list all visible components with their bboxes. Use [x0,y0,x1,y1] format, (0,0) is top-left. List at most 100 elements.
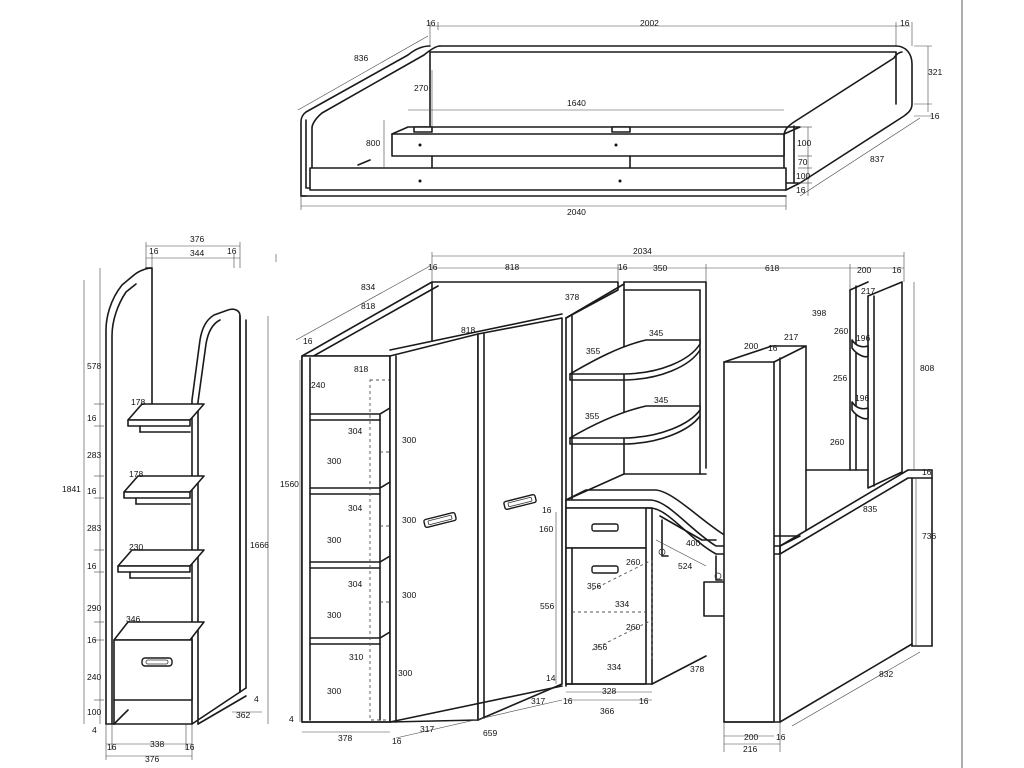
dim-label: 200 [744,732,758,742]
dim-label: 240 [87,672,101,682]
dim-label: 837 [870,154,884,164]
dim-label: 16 [776,732,786,742]
bed-left-headboard [305,45,441,189]
dim-label: 317 [531,696,545,706]
wardrobe-side-panel [301,355,391,723]
dim-label: 736 [922,531,936,541]
dim-label: 283 [87,523,101,533]
bed-right-headboard-panel [867,281,903,489]
dim-label: 659 [483,728,497,738]
shelf-curved-1-front [569,349,701,381]
dim-label: 16 [303,336,313,346]
dim-label: 240 [311,380,325,390]
dim-label: 16 [768,343,778,353]
dim-label: 356 [587,581,601,591]
dim-line-832 [791,651,921,727]
bed-front-rail-top [391,126,801,135]
dim-label: 100 [87,707,101,717]
wardrobe-left-door [389,333,479,723]
dim-label: 178 [131,397,145,407]
bed-front-rail [391,133,785,157]
dim-label: 836 [354,53,368,63]
shelf-curved-2 [569,405,701,439]
wardrobe-right-door [477,317,563,721]
dim-label: 100 [797,138,811,148]
dim-label: 16 [563,696,573,706]
dim-label: 16 [428,262,438,272]
bed-base-bolt-left [418,179,422,183]
shelf-curved-2-front [569,415,701,445]
dim-label: 376 [145,754,159,764]
dim-label: 300 [327,535,341,545]
dim-line-837 [799,117,921,197]
wardrobe-left-handle [423,511,457,529]
bed-right-headboard [785,45,913,184]
dim-label: 16 [149,246,159,256]
stairs-front-foot-base [197,695,247,725]
dim-label: 524 [678,561,692,571]
desk-cabinet-hidden-a [591,559,653,591]
bed-rail-bolt-right [614,143,618,147]
dim-label: 300 [327,686,341,696]
bed-base-corner [785,182,801,191]
dim-label: 300 [398,668,412,678]
dim-label: 835 [863,504,877,514]
dim-label: 1841 [62,484,81,494]
wardrobe-right-handle [503,493,537,511]
dim-label: 300 [327,610,341,620]
stairs-drawer-front [113,639,193,701]
bed-base-drawer [309,167,787,191]
stairs-drawer-handle [141,657,173,667]
stairs-drawer-handle-inner [145,659,169,665]
dim-label: 818 [505,262,519,272]
dim-label: 304 [348,579,362,589]
desk-bolt-left [658,548,666,556]
dim-label: 217 [784,332,798,342]
bed-rail-bolt-left [418,143,422,147]
dim-label: 818 [354,364,368,374]
dim-label: 328 [602,686,616,696]
dim-label: 200 [744,341,758,351]
wardrobe-door-top-rail [389,313,563,351]
dim-label: 200 [857,265,871,275]
bed-base-left-inner [357,159,371,166]
stairs-back-panel-inner [111,283,137,725]
desk-leg-right [715,555,723,581]
wardrobe-top-inner [309,285,439,359]
dim-label: 400 [686,538,700,548]
dim-label: 1560 [280,479,299,489]
dim-label: 350 [653,263,667,273]
dim-label: 16 [87,486,97,496]
dim-label: 376 [190,234,204,244]
dim-label: 196 [856,333,870,343]
bed-rail-clip-left [413,126,433,133]
dim-label: 283 [87,450,101,460]
dim-label: 300 [402,590,416,600]
dim-label: 16 [87,561,97,571]
dim-label: 2002 [640,18,659,28]
bed-frame-left-top [723,345,807,363]
bed-frame-left-panel [723,361,775,723]
dim-label: 355 [586,346,600,356]
dim-label: 4 [254,694,259,704]
dim-label: 16 [900,18,910,28]
dim-label: 356 [593,642,607,652]
side-shelf-curved-2 [851,401,869,420]
dim-label: 578 [87,361,101,371]
dim-label: 4 [289,714,294,724]
shelf-curved-1 [569,339,701,375]
desk-cabinet-handle [591,565,619,574]
dim-line-524 [655,539,707,567]
dim-label: 345 [654,395,668,405]
dim-label: 260 [626,557,640,567]
dim-label: 346 [126,614,140,624]
dim-label: 304 [348,426,362,436]
dim-label: 300 [402,515,416,525]
dim-label: 378 [565,292,579,302]
dim-label: 334 [607,662,621,672]
dim-label: 818 [461,325,475,335]
side-shelf-curved-1 [851,339,869,358]
dim-label: 1640 [567,98,586,108]
dim-label: 310 [349,652,363,662]
